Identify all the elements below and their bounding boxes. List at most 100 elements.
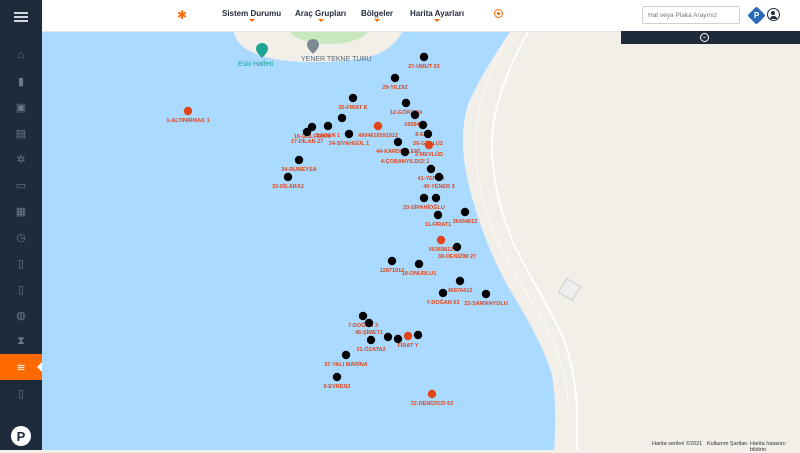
vehicle-marker[interactable]: 8-EFE bbox=[415, 120, 431, 138]
vehicle-marker[interactable]: 34-RUMEYSA bbox=[281, 155, 317, 173]
pin-eski-halfeti[interactable] bbox=[256, 43, 268, 58]
vehicle-marker[interactable]: 35-FIRAT K bbox=[338, 93, 368, 111]
vehicle-dot[interactable] bbox=[393, 137, 403, 147]
vehicle-dot[interactable] bbox=[438, 288, 448, 298]
vehicle-marker[interactable]: 31-ÖZATA2 bbox=[356, 335, 386, 353]
vehicle-marker[interactable] bbox=[393, 334, 403, 344]
parking-icon[interactable]: P bbox=[747, 6, 766, 25]
vehicle-marker[interactable] bbox=[337, 113, 347, 123]
vehicle-marker[interactable]: 11-FIRAT1 bbox=[425, 210, 452, 228]
vehicle-marker[interactable]: 40-YENER 3 bbox=[423, 172, 455, 190]
vehicle-dot[interactable] bbox=[418, 120, 428, 130]
vehicle-marker[interactable]: 46876412 bbox=[448, 276, 472, 294]
vehicle-marker[interactable]: 12871912 bbox=[380, 256, 404, 274]
vehicle-marker[interactable]: 1-ALTINIRMAK 1 bbox=[166, 106, 210, 124]
terms-link[interactable]: Kullanım Şartları bbox=[707, 441, 748, 447]
vehicle-dot[interactable] bbox=[283, 172, 293, 182]
vehicle-dot[interactable] bbox=[419, 193, 429, 203]
vehicle-marker[interactable]: 1658441 bbox=[404, 110, 426, 128]
vehicle-marker[interactable]: 41-YENER bbox=[418, 164, 445, 182]
vehicle-marker[interactable]: 37-YALI MARİNA bbox=[324, 350, 368, 368]
nav-sistem-durumu[interactable]: Sistem Durumu bbox=[222, 9, 281, 22]
vehicle-dot[interactable] bbox=[366, 335, 376, 345]
vehicle-dot[interactable] bbox=[390, 73, 400, 83]
vehicle-marker[interactable]: 4904616591912 bbox=[358, 121, 398, 139]
vehicle-marker[interactable]: 44-KARDEŞLERİ bbox=[376, 137, 420, 155]
vehicle-dot[interactable] bbox=[323, 121, 333, 131]
vehicle-dot[interactable] bbox=[400, 147, 410, 157]
vehicle-dot[interactable] bbox=[401, 98, 411, 108]
vehicle-dot[interactable] bbox=[364, 318, 374, 328]
vehicle-marker[interactable]: ŞAHAN 1 bbox=[316, 121, 340, 139]
vehicle-dot[interactable] bbox=[452, 242, 462, 252]
report-error-link[interactable]: Harita hatasını bildirin bbox=[750, 441, 786, 453]
vehicle-dot[interactable] bbox=[387, 256, 397, 266]
schedule-icon[interactable]: ▦ bbox=[15, 205, 27, 218]
vehicle-marker[interactable]: 2-MEVLÜD bbox=[415, 140, 443, 158]
vehicle-dot[interactable] bbox=[337, 113, 347, 123]
vehicle-marker[interactable] bbox=[383, 332, 393, 342]
vehicle-dot[interactable] bbox=[294, 155, 304, 165]
search-input[interactable] bbox=[642, 6, 740, 24]
stats-icon[interactable]: ▤ bbox=[15, 127, 27, 140]
vehicle-dot[interactable] bbox=[460, 207, 470, 217]
document-icon[interactable]: ▯ bbox=[17, 257, 25, 270]
vehicle-dot[interactable] bbox=[413, 330, 423, 340]
vehicle-dot[interactable] bbox=[302, 127, 312, 137]
pin-yener[interactable] bbox=[307, 39, 319, 54]
vehicle-dot[interactable] bbox=[431, 193, 441, 203]
vehicle-dot[interactable] bbox=[424, 140, 434, 150]
vehicle-dot[interactable] bbox=[373, 121, 383, 131]
theme-toggle-icon[interactable] bbox=[494, 9, 503, 18]
user-icon[interactable] bbox=[767, 8, 780, 21]
vehicle-marker[interactable]: 27-UMUT 63 bbox=[408, 52, 440, 70]
wifi-icon[interactable]: ≋ bbox=[0, 354, 42, 380]
chevron-down-icon[interactable]: ⌄ bbox=[700, 33, 709, 42]
vehicle-dot[interactable] bbox=[383, 332, 393, 342]
vehicle-dot[interactable] bbox=[332, 372, 342, 382]
vehicle-dot[interactable] bbox=[426, 164, 436, 174]
vehicle-dot[interactable] bbox=[344, 129, 354, 139]
vehicle-marker[interactable]: 00369812 bbox=[429, 235, 453, 253]
vehicle-dot[interactable] bbox=[348, 93, 358, 103]
vehicle-marker[interactable]: 4-ÇOBANYILDIZI 1 bbox=[381, 147, 430, 165]
vehicle-marker[interactable]: 7-DOĞAN 63 bbox=[426, 288, 460, 306]
vehicle-marker[interactable]: 38-DENİZİM 27 bbox=[438, 242, 476, 260]
vehicle-marker[interactable]: 29-YILDIZ bbox=[382, 73, 408, 91]
vehicle-marker[interactable]: 36434612 bbox=[453, 207, 477, 225]
vehicle-dot[interactable] bbox=[393, 334, 403, 344]
vehicle-marker[interactable]: 24-SİYAHGÜL 1 bbox=[329, 129, 369, 147]
bar-chart-icon[interactable]: ▮ bbox=[17, 75, 25, 88]
vehicle-marker[interactable]: FIRAT Y bbox=[398, 331, 419, 349]
home-icon[interactable]: ⌂ bbox=[17, 49, 25, 61]
nav-harita-ayarlari[interactable]: Harita Ayarları bbox=[410, 9, 464, 22]
globe-icon[interactable]: ◍ bbox=[16, 309, 26, 322]
hourglass-icon[interactable]: ⧗ bbox=[17, 334, 25, 347]
vehicle-marker[interactable]: 9-EVREN2 bbox=[324, 372, 351, 390]
file-icon[interactable]: ▯ bbox=[17, 387, 25, 400]
monitor-icon[interactable]: ▭ bbox=[15, 179, 27, 192]
vehicle-dot[interactable] bbox=[423, 129, 433, 139]
vehicle-dot[interactable] bbox=[403, 331, 413, 341]
vehicle-marker[interactable]: 45-ŞİMET1 bbox=[355, 318, 383, 336]
vehicle-dot[interactable] bbox=[434, 172, 444, 182]
map[interactable]: Eski Halfeti YENER TEKNE TURU 27-UMUT 63… bbox=[42, 32, 800, 450]
vehicle-dot[interactable] bbox=[410, 110, 420, 120]
vehicle-marker[interactable]: 32-DENİZKIZI 63 bbox=[411, 389, 453, 407]
vehicle-dot[interactable] bbox=[433, 210, 443, 220]
vehicle-dot[interactable] bbox=[414, 259, 424, 269]
vehicle-marker[interactable]: 33-DİLARA2 bbox=[272, 172, 304, 190]
vehicle-marker[interactable]: 23-SİPAHİOĞLU bbox=[403, 193, 445, 211]
report-icon[interactable]: ▯ bbox=[17, 283, 25, 296]
vehicle-dot[interactable] bbox=[341, 350, 351, 360]
clock-icon[interactable]: ◷ bbox=[16, 231, 26, 244]
nav-bolgeler[interactable]: Bölgeler bbox=[361, 9, 393, 22]
vehicle-dot[interactable] bbox=[481, 289, 491, 299]
vehicle-marker[interactable]: 12-GÖKÇEN bbox=[390, 98, 422, 116]
vehicle-marker[interactable]: 7-DOĞAN 3 bbox=[348, 311, 378, 329]
info-panel-collapsed[interactable]: ⌄ bbox=[621, 31, 800, 44]
vehicle-marker[interactable]: 22-SAMANYOLU bbox=[464, 289, 508, 307]
menu-toggle-icon[interactable] bbox=[0, 0, 42, 34]
vehicle-marker[interactable]: 17-DİLAN 27 bbox=[291, 127, 323, 145]
vehicle-marker[interactable] bbox=[413, 330, 423, 340]
